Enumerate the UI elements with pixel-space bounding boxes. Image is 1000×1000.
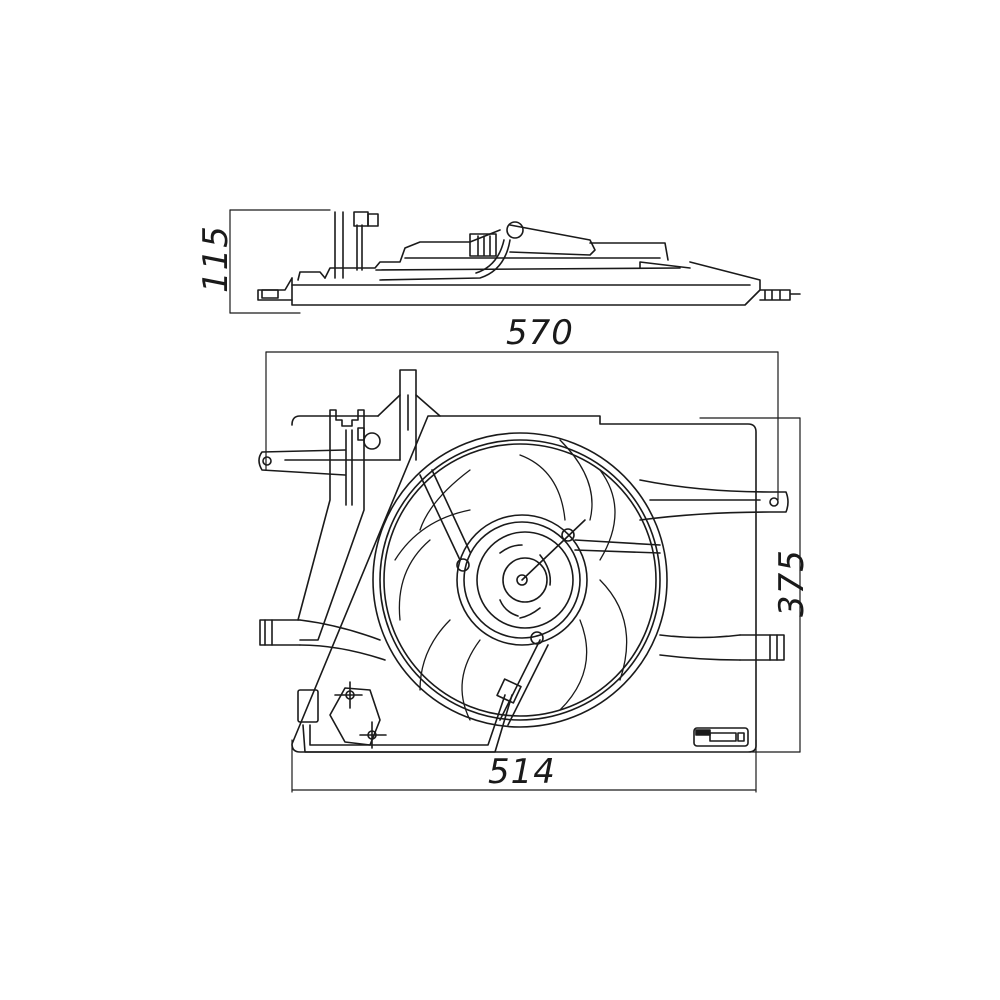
front-view [258,351,801,793]
dimension-height-side: 115 [196,225,236,293]
dimension-overall-width: 570 [506,313,574,353]
side-view [229,209,801,314]
dimension-shroud-width: 514 [488,752,556,792]
dimension-height-front: 375 [772,549,812,617]
fan-blades [394,439,628,721]
